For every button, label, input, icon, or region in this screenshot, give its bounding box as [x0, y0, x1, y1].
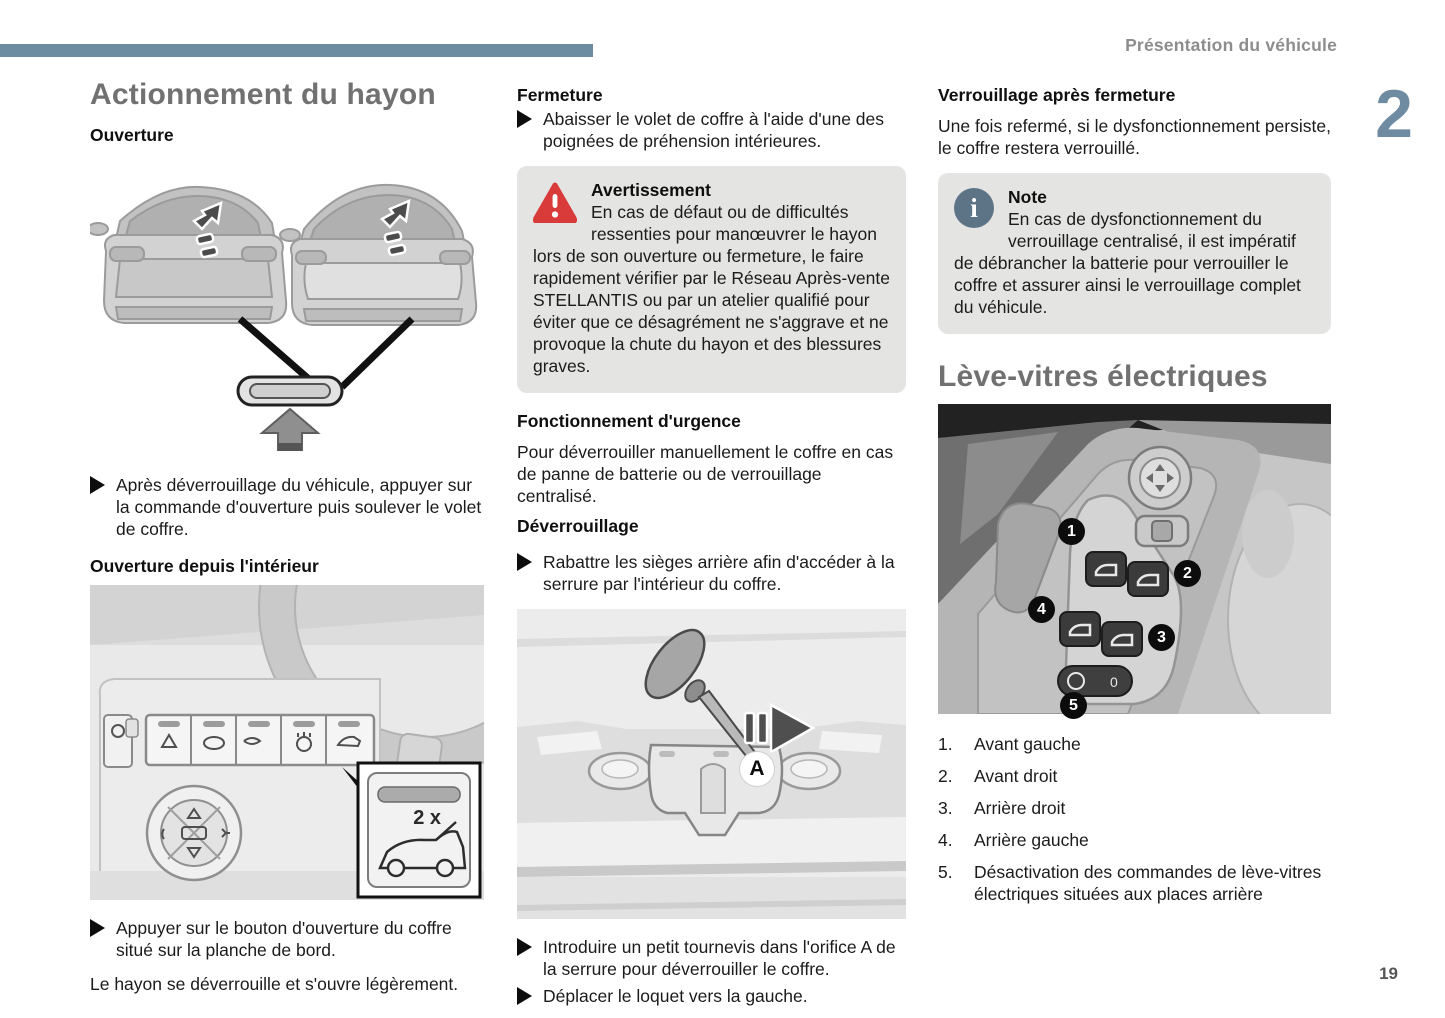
bullet-triangle-icon [517, 110, 532, 128]
bullet-triangle-icon [517, 938, 532, 956]
figure-dashboard-trunk-button: 2 x [90, 585, 484, 900]
callout-3: 3 [1148, 624, 1175, 651]
warning-body: En cas de défaut ou de difficultés resse… [533, 202, 890, 376]
bullet-insert-screwdriver: Introduire un petit tournevis dans l'ori… [517, 936, 906, 980]
breadcrumb: Présentation du véhicule [1125, 35, 1337, 55]
chapter-accent-bar [0, 44, 593, 57]
heading-verrouillage: Verrouillage après fermeture [938, 85, 1176, 105]
note-box: i Note En cas de dysfonctionnement du ve… [938, 173, 1331, 334]
list-item: 4.Arrière gauche [938, 830, 1089, 850]
heading-ouverture-interieur: Ouverture depuis l'intérieur [90, 556, 319, 576]
window-switch-cluster: 0 [1057, 551, 1169, 697]
door-panel-illustration: 0 [938, 404, 1331, 714]
heading-ouverture: Ouverture [90, 125, 174, 145]
bullet-triangle-icon [517, 987, 532, 1005]
warning-title: Avertissement [591, 180, 711, 200]
trunk-button-inset [356, 761, 482, 899]
bullet-triangle-icon [90, 476, 105, 494]
warning-box: Avertissement En cas de défaut ou de dif… [517, 166, 906, 393]
trunk-lock-illustration [517, 609, 906, 919]
bullet-close-tailgate: Abaisser le volet de coffre à l'aide d'u… [517, 108, 906, 152]
unlock-direction-arrow [743, 702, 816, 753]
heading-fermeture: Fermeture [517, 85, 603, 105]
figure-tailgate-opening [90, 151, 484, 451]
dashboard-button-strip [144, 713, 376, 767]
warning-icon [532, 181, 578, 228]
window-controls-list: 1.Avant gauche 2.Avant droit 3.Arrière d… [938, 733, 1331, 905]
list-item: 3.Arrière droit [938, 798, 1066, 818]
open-direction-arrows [191, 198, 411, 259]
section-title-leve-vitres: Lève-vitres électriques [938, 360, 1268, 393]
heading-urgence: Fonctionnement d'urgence [517, 411, 741, 431]
column-right: Verrouillage après fermeture Une fois re… [938, 0, 1331, 1018]
info-icon: i [954, 188, 994, 228]
page-title: Actionnement du hayon [90, 78, 436, 111]
press-up-arrow [259, 407, 321, 451]
label-a: A [739, 751, 775, 787]
chapter-number: 2 [1375, 76, 1413, 152]
callout-2: 2 [1174, 560, 1201, 587]
figure-trunk-lock-emergency: A [517, 609, 906, 919]
mirror-adjust-knob [1127, 445, 1193, 548]
svg-text:0: 0 [1110, 674, 1118, 690]
urgence-paragraph: Pour déverrouiller manuellement le coffr… [517, 442, 894, 506]
trunk-handle-detail [236, 375, 344, 407]
column-middle: Fermeture Abaisser le volet de coffre à … [517, 0, 906, 1018]
list-item: 2.Avant droit [938, 766, 1058, 786]
bullet-triangle-icon [517, 553, 532, 571]
bullet-triangle-icon [90, 919, 105, 937]
list-item: 5.Désactivation des commandes de lève-vi… [938, 862, 1322, 904]
closing-text: Le hayon se déverrouille et s'ouvre légè… [90, 974, 459, 994]
note-body: En cas de dysfonctionnement du verrouill… [954, 209, 1301, 317]
list-item: 1.Avant gauche [938, 734, 1081, 754]
callout-4: 4 [1028, 596, 1055, 623]
verrouillage-paragraph: Une fois refermé, si le dysfonctionnemen… [938, 116, 1331, 158]
bullet-open-tailgate: Après déverrouillage du véhicule, appuye… [90, 474, 484, 540]
light-rotary-knob [145, 784, 243, 882]
bullet-press-button: Appuyer sur le bouton d'ouverture du cof… [90, 917, 484, 961]
bullet-move-latch: Déplacer le loquet vers la gauche. [517, 985, 906, 1007]
column-left: Actionnement du hayon Ouverture [90, 0, 484, 1018]
heading-deverrouillage: Déverrouillage [517, 516, 639, 536]
inset-2x-label: 2 x [413, 807, 441, 829]
note-title: Note [1008, 187, 1047, 207]
callout-1: 1 [1058, 518, 1085, 545]
dashboard-illustration [90, 585, 484, 900]
callout-5: 5 [1060, 692, 1087, 719]
page-number: 19 [1379, 964, 1398, 983]
tailgate-cars-illustration [90, 183, 478, 451]
bullet-fold-seats: Rabattre les sièges arrière afin d'accéd… [517, 551, 906, 595]
figure-door-window-controls: 0 1 2 3 4 5 [938, 404, 1331, 719]
